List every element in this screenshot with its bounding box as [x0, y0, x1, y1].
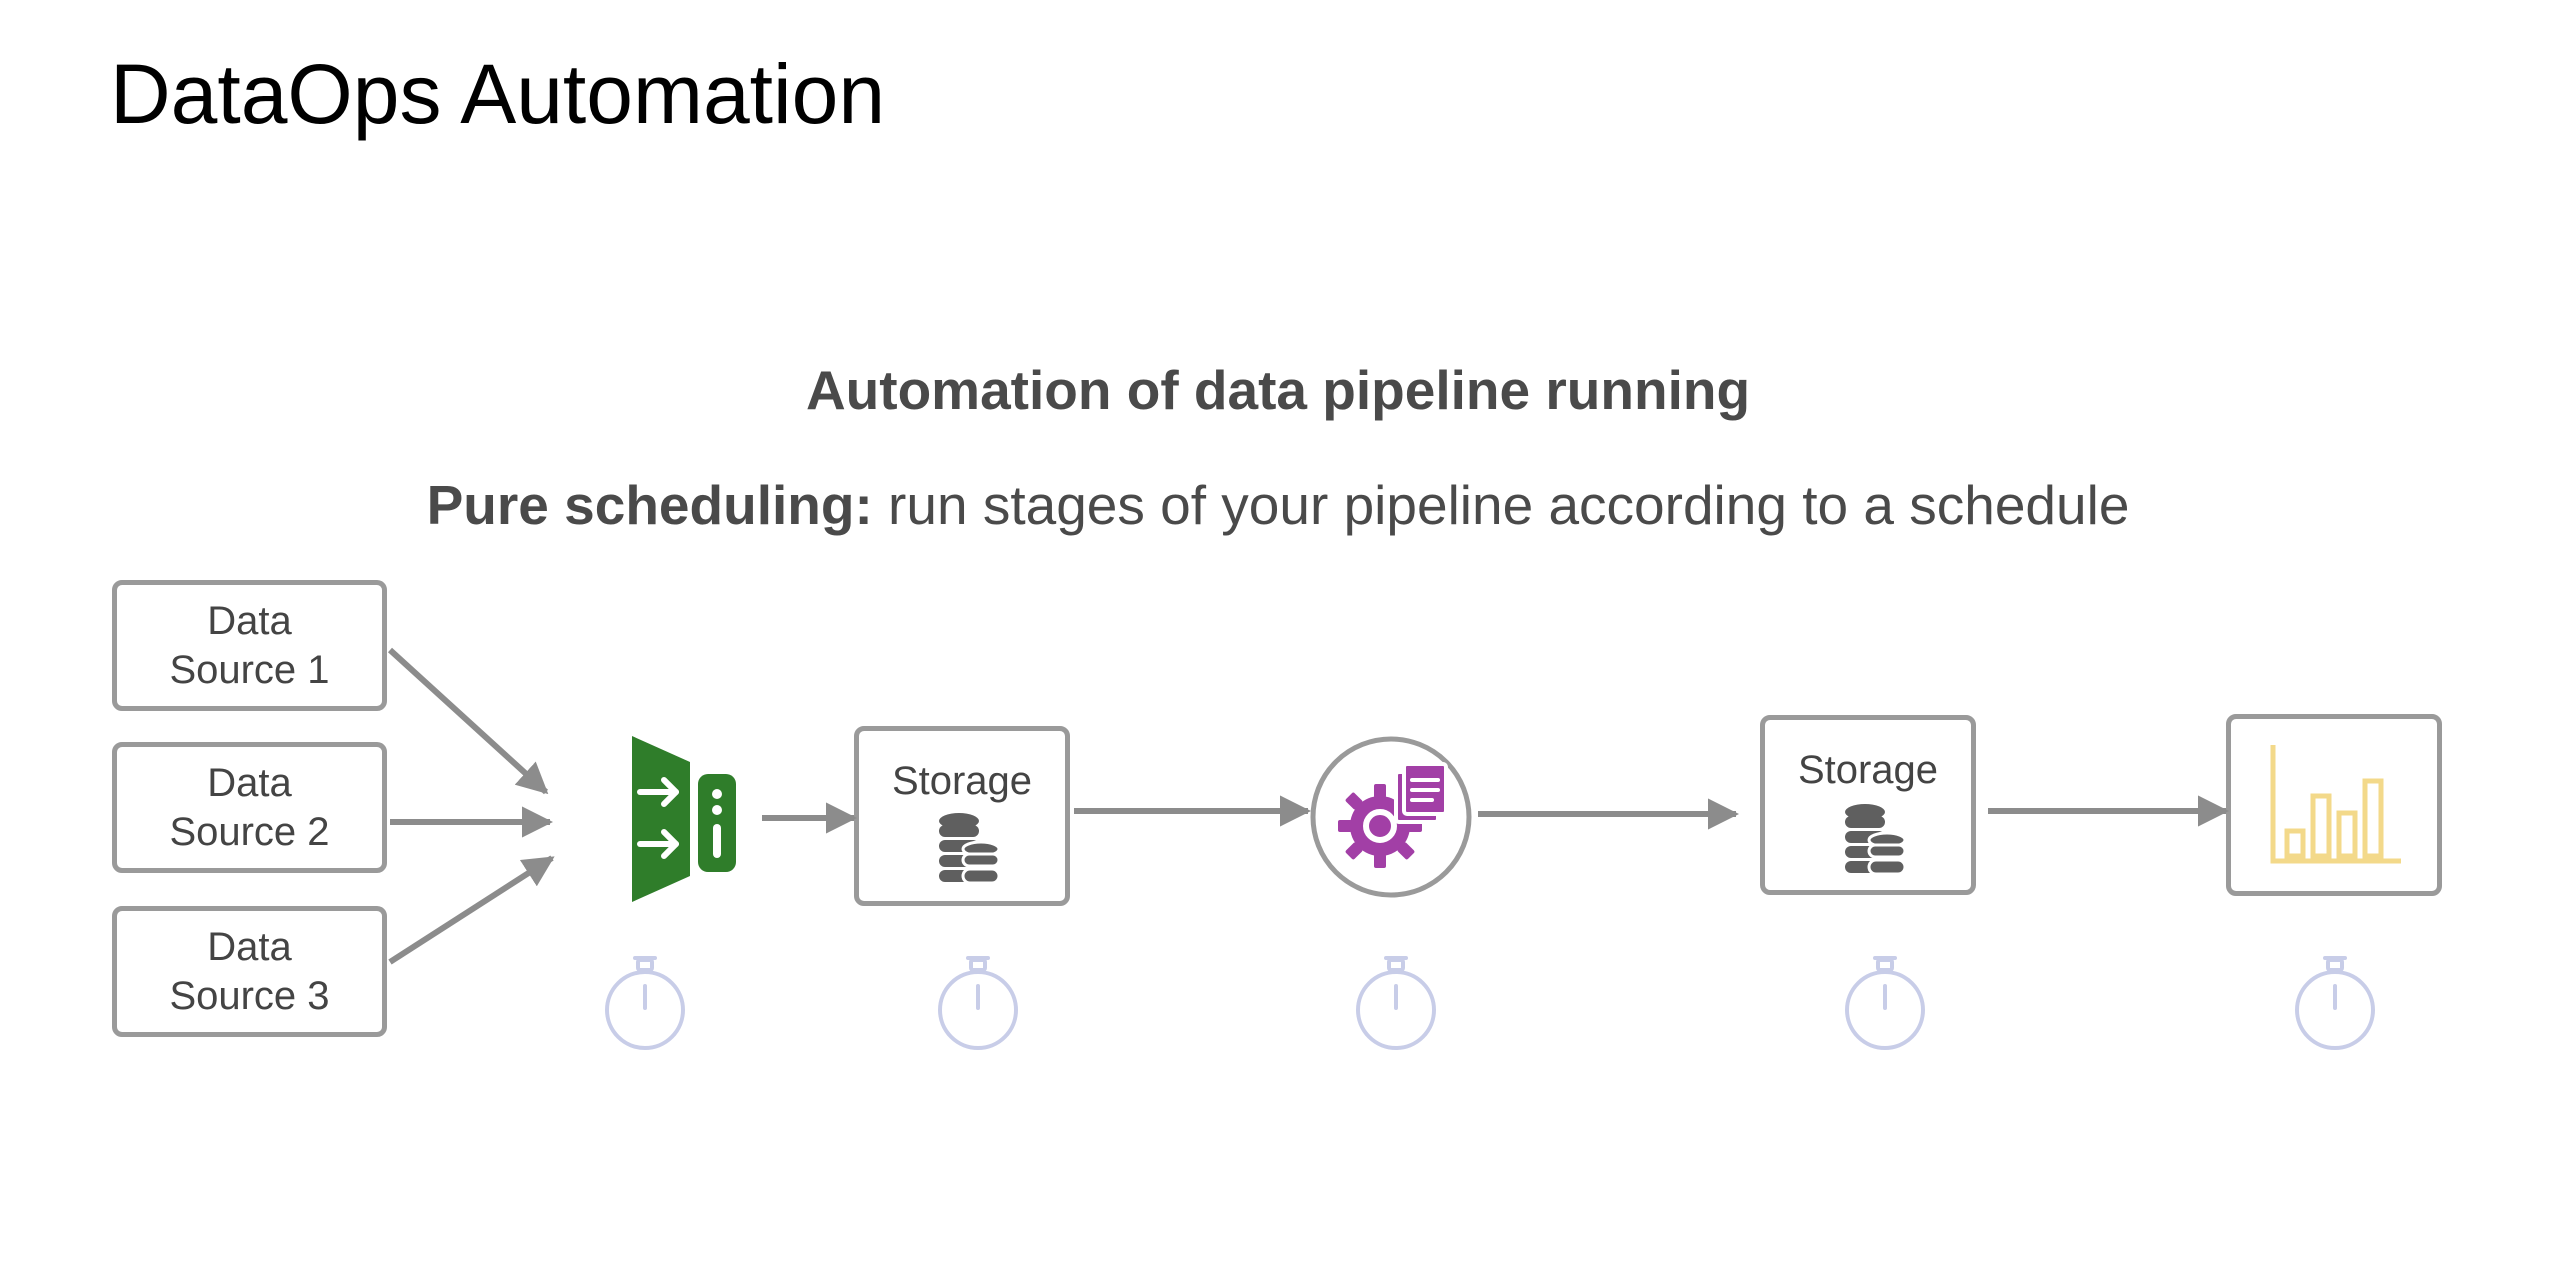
storage-1-label: Storage — [891, 759, 1033, 803]
storage-2-label: Storage — [1797, 748, 1939, 792]
stopwatch-icon — [1845, 956, 1925, 1050]
data-source-2-line1: Data — [207, 760, 292, 805]
data-source-2-line2: Source 2 — [169, 809, 330, 854]
data-source-2-label: Data Source 2 — [150, 759, 350, 857]
storage-box-2: Storage — [1760, 715, 1976, 895]
diagram-subtitle: Automation of data pipeline running — [805, 359, 1751, 421]
stopwatch-icon — [2295, 956, 2375, 1050]
stopwatch-icon — [1356, 956, 1436, 1050]
database-stack-icon — [939, 813, 1001, 885]
data-source-3-box: Data Source 3 — [112, 906, 387, 1037]
arrow-source1-to-ingest — [387, 647, 549, 795]
data-source-2-box: Data Source 2 — [112, 742, 387, 873]
scheduling-term: Pure scheduling: — [426, 474, 873, 536]
data-source-1-line1: Data — [207, 598, 292, 643]
data-ingest-icon — [632, 736, 736, 902]
stopwatch-icon — [605, 956, 685, 1050]
page-title: DataOps Automation — [110, 47, 886, 141]
data-source-3-line1: Data — [207, 924, 292, 969]
data-source-1-line2: Source 1 — [169, 647, 330, 692]
stopwatch-icon — [938, 956, 1018, 1050]
storage-box-1: Storage — [854, 726, 1070, 906]
data-source-3-label: Data Source 3 — [150, 923, 350, 1021]
bar-chart-icon — [2270, 745, 2401, 864]
database-stack-icon — [1845, 804, 1907, 876]
data-source-1-box: Data Source 1 — [112, 580, 387, 711]
data-source-3-line2: Source 3 — [169, 973, 330, 1018]
scheduling-description: Pure scheduling: run stages of your pipe… — [0, 478, 2556, 533]
arrow-source3-to-ingest — [388, 855, 555, 965]
scheduling-explanation: run stages of your pipeline according to… — [872, 474, 2130, 536]
data-source-1-label: Data Source 1 — [150, 597, 350, 695]
report-box — [2226, 714, 2442, 896]
gear-document-icon — [1310, 736, 1472, 898]
